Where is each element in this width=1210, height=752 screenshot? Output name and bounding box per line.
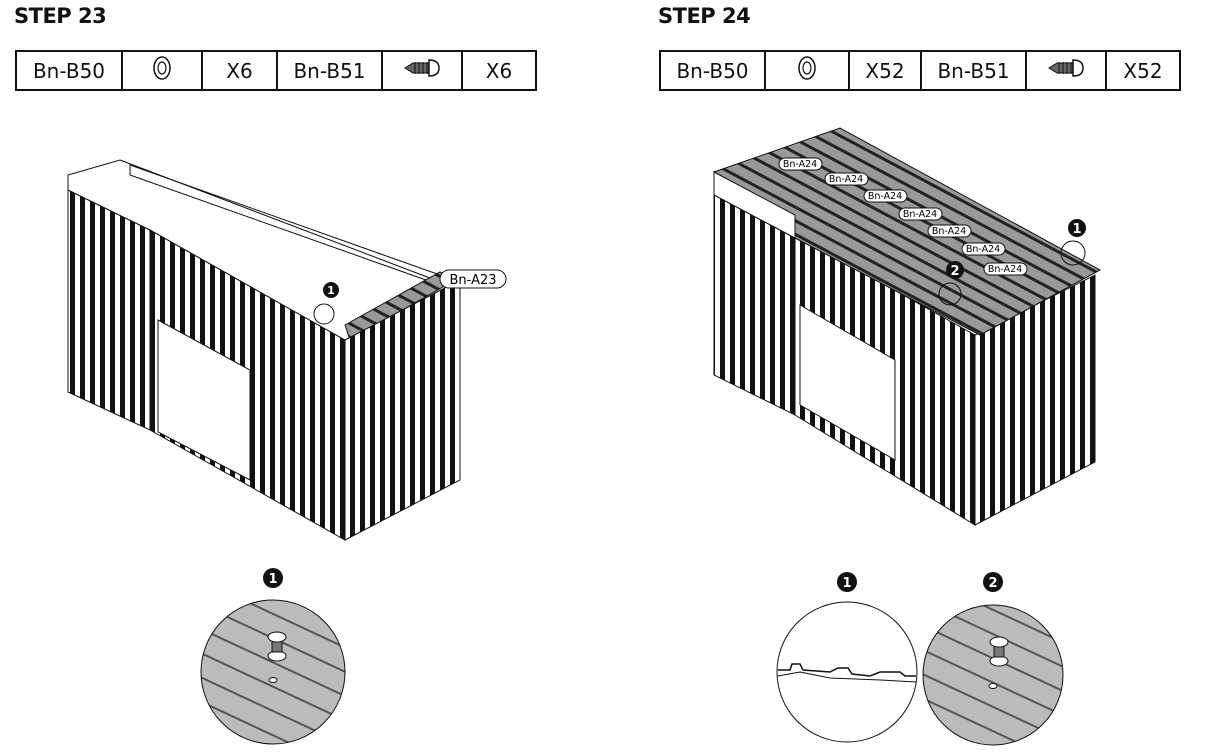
- detail-marker: 1: [268, 572, 277, 587]
- roof-panel-label: Bn-A24: [988, 264, 1022, 275]
- part-qty: X6: [461, 50, 537, 91]
- part-code: Bn-B50: [15, 50, 123, 91]
- roof-panel-label: Bn-A24: [829, 174, 863, 185]
- roof-panel-label: Bn-A24: [903, 209, 937, 220]
- marker-2: 2: [950, 264, 959, 279]
- screw-icon: [381, 50, 463, 91]
- step-24-parts-table: Bn-B50 X52 Bn-B51 X52: [659, 50, 1181, 91]
- marker-1: 1: [327, 284, 335, 297]
- shed-step-23: Bn-A23 1: [67, 159, 507, 541]
- washer-icon: [121, 50, 203, 91]
- detail-marker: 2: [988, 576, 997, 591]
- part-qty: X52: [848, 50, 922, 91]
- detail-circle-2: 2: [922, 572, 1064, 746]
- part-code: Bn-B51: [920, 50, 1027, 91]
- part-label: Bn-A23: [450, 273, 497, 288]
- washer-icon: [764, 50, 850, 91]
- roof-panel-label: Bn-A24: [868, 191, 902, 202]
- step-23-title: STEP 23: [14, 4, 107, 28]
- roof-panel-label: Bn-A24: [783, 159, 817, 170]
- roof-panel-label: Bn-A24: [932, 226, 966, 237]
- part-code: Bn-B51: [276, 50, 383, 91]
- marker-1: 1: [1072, 222, 1081, 237]
- detail-circle-1: 1: [200, 568, 346, 745]
- screw-icon: [1025, 50, 1107, 91]
- part-code: Bn-B50: [659, 50, 766, 91]
- part-qty: X6: [201, 50, 278, 91]
- step-24-title: STEP 24: [658, 4, 751, 28]
- detail-marker: 1: [842, 576, 851, 591]
- detail-circle-1: 1: [776, 572, 918, 743]
- part-qty: X52: [1105, 50, 1181, 91]
- shed-step-24: 1 2 Bn-A24 Bn-A24 Bn-A24 Bn-A24 Bn-A24 B…: [713, 127, 1102, 526]
- roof-panel-label: Bn-A24: [966, 244, 1000, 255]
- step-23-parts-table: Bn-B50 X6 Bn-B51 X6: [15, 50, 537, 91]
